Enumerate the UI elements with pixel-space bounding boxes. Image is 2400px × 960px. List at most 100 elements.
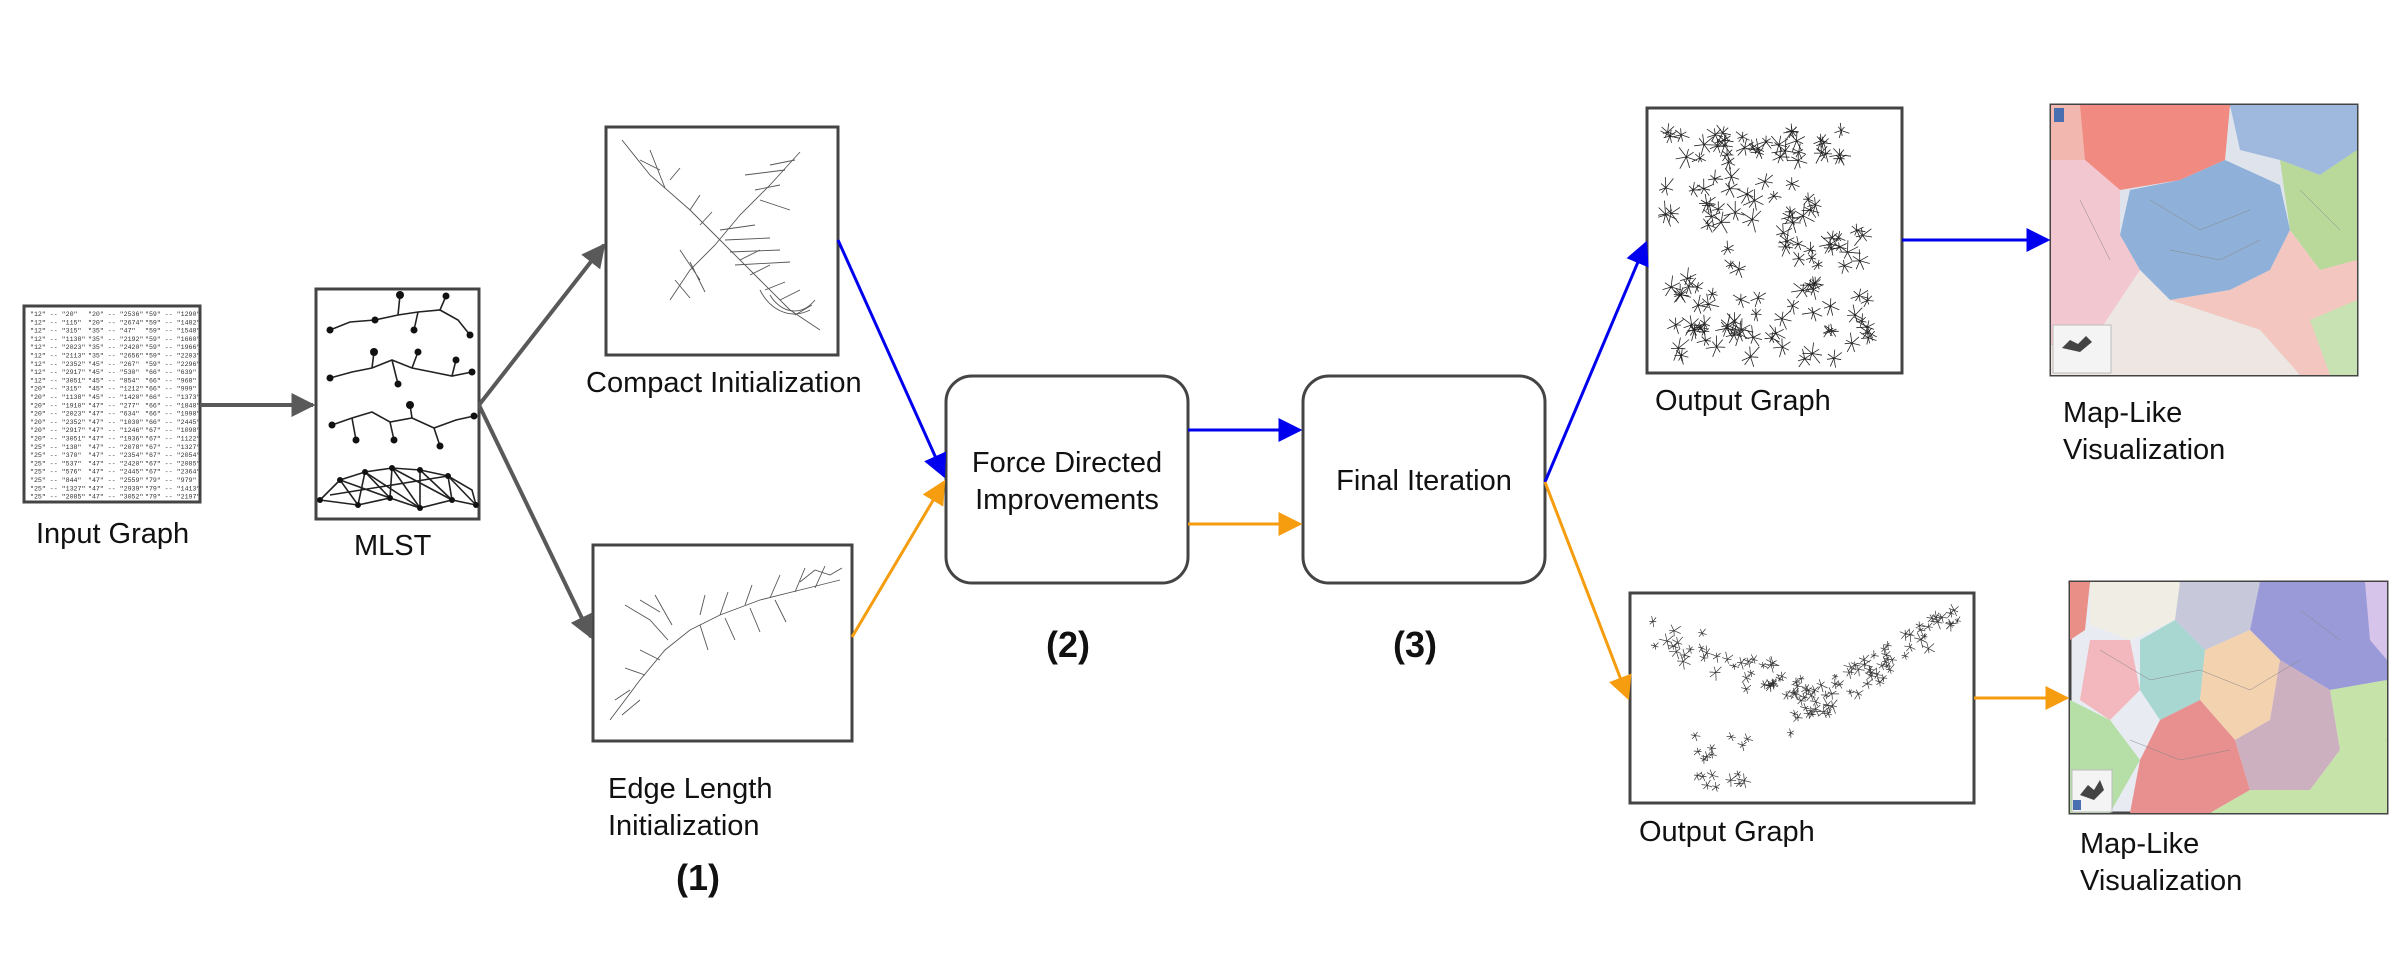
- map-bottom-edges: [2099, 609, 2341, 761]
- edge-list-cell: "45" -- "1420": [88, 394, 143, 401]
- edge-list-cell: "67" -- "2085": [145, 460, 200, 467]
- force-directed-label-line2: Improvements: [975, 484, 1159, 516]
- edge-list-table: "12" -- "20""20" -- "2536""59" -- "1290"…: [30, 311, 200, 501]
- map-top-label-line1: Map-Like: [2063, 397, 2182, 429]
- edge-list-cell: "47" -- "634": [88, 411, 139, 418]
- edge-list-cell: "47" -- "2078": [88, 444, 143, 451]
- mlst-nodes: [317, 291, 479, 511]
- map-bottom-panel: [2068, 580, 2389, 815]
- edge-list-cell: "45" -- "854": [88, 377, 139, 384]
- edge-list-cell: "47" -- "2354": [88, 452, 143, 459]
- arrow-final-to-output-bottom: [1543, 481, 1632, 701]
- edge-list-cell: "66" -- "1848": [145, 402, 200, 409]
- edge-list-cell: "59" -- "2296": [145, 361, 200, 368]
- edge-length-init-drawing: [609, 565, 843, 721]
- edge-list-cell: "47" -- "277": [88, 402, 139, 409]
- edge-list-cell: "59" -- "1660": [145, 336, 200, 343]
- output-graph-top-drawing: [1658, 122, 1877, 368]
- edge-list-cell: "66" -- "1998": [145, 411, 200, 418]
- edge-list-cell: "47" -- "1030": [88, 419, 143, 426]
- edge-list-cell: "59" -- "1482": [145, 319, 200, 326]
- edge-list-cell: "79" -- "2197": [145, 494, 200, 501]
- edge-list-cell: "20" -- "1910": [30, 402, 85, 409]
- edge-list-cell: "35" -- "2192": [88, 336, 143, 343]
- edge-list-cell: "35" -- "2656": [88, 353, 143, 360]
- edge-list-cell: "12" -- "1138": [30, 336, 85, 343]
- edge-list-cell: "35" -- "47": [88, 328, 136, 335]
- edge-list-cell: "45" -- "267": [88, 361, 139, 368]
- arrow-compact-to-force: [836, 239, 947, 479]
- compact-init-label: Compact Initialization: [586, 367, 862, 399]
- edge-length-init-label-line2: Initialization: [608, 810, 760, 842]
- edge-list-cell: "47" -- "2420": [88, 460, 143, 467]
- edge-list-cell: "59" -- "2203": [145, 353, 200, 360]
- edge-list-cell: "20" -- "2023": [30, 411, 85, 418]
- edge-list-cell: "12" -- "115": [30, 319, 81, 326]
- edge-list-cell: "66" -- "639": [145, 369, 196, 376]
- input-graph-panel: "12" -- "20""20" -- "2536""59" -- "1290"…: [22, 304, 202, 504]
- edge-list-cell: "59" -- "1966": [145, 344, 200, 351]
- edge-list-cell: "45" -- "1212": [88, 386, 143, 393]
- force-directed-box: Force Directed Improvements: [944, 374, 1190, 585]
- edge-list-cell: "12" -- "2917": [30, 369, 85, 376]
- edge-list-cell: "67" -- "1098": [145, 427, 200, 434]
- edge-list-cell: "66" -- "1373": [145, 394, 200, 401]
- edge-list-cell: "12" -- "20": [30, 311, 78, 318]
- edge-list-cell: "25" -- "2085": [30, 494, 85, 501]
- edge-list-cell: "66" -- "968": [145, 377, 196, 384]
- map-bottom-regions: [2070, 582, 2387, 813]
- output-graph-bottom-panel: [1628, 591, 1976, 805]
- edge-list-cell: "25" -- "138": [30, 444, 81, 451]
- edge-list-cell: "20" -- "315": [30, 386, 81, 393]
- step-2-number: (2): [1046, 624, 1090, 665]
- edge-length-init-label-line1: Edge Length: [608, 773, 772, 805]
- compact-init-drawing: [621, 139, 821, 331]
- edge-list-cell: "59" -- "1290": [145, 311, 200, 318]
- output-graph-top-panel: [1645, 106, 1904, 375]
- edge-list-cell: "12" -- "2352": [30, 361, 85, 368]
- arrow-final-to-output-top: [1543, 240, 1649, 483]
- edge-list-cell: "12" -- "2113": [30, 353, 85, 360]
- output-graph-top-label: Output Graph: [1655, 385, 1831, 417]
- edge-list-cell: "35" -- "2420": [88, 344, 143, 351]
- edge-list-cell: "25" -- "370": [30, 452, 81, 459]
- edge-list-cell: "25" -- "537": [30, 460, 81, 467]
- edge-list-cell: "47" -- "2559": [88, 477, 143, 484]
- edge-list-cell: "47" -- "2445": [88, 469, 143, 476]
- edge-list-cell: "47" -- "3052": [88, 494, 143, 501]
- arrow-edge-length-to-force: [850, 479, 946, 638]
- edge-list-cell: "67" -- "1327": [145, 444, 200, 451]
- edge-list-cell: "67" -- "2364": [145, 469, 200, 476]
- compact-init-panel: [604, 125, 840, 357]
- edge-list-cell: "20" -- "2674": [88, 319, 143, 326]
- map-top-regions: [2051, 105, 2357, 375]
- edge-list-cell: "20" -- "2352": [30, 419, 85, 426]
- edge-list-cell: "45" -- "530": [88, 369, 139, 376]
- map-top-label-line2: Visualization: [2063, 434, 2225, 466]
- map-top-panel: [2049, 103, 2359, 377]
- map-bottom-label-line2: Visualization: [2080, 865, 2242, 897]
- edge-list-cell: "59" -- "1548": [145, 328, 200, 335]
- edge-list-cell: "12" -- "2023": [30, 344, 85, 351]
- mlst-label: MLST: [354, 530, 432, 562]
- edge-list-cell: "66" -- "999": [145, 386, 196, 393]
- edge-list-cell: "25" -- "1327": [30, 485, 85, 492]
- arrow-mlst-to-compact: [477, 243, 606, 407]
- edge-list-cell: "47" -- "1936": [88, 436, 143, 443]
- map-bottom-label-line1: Map-Like: [2080, 828, 2199, 860]
- edge-list-cell: "47" -- "2939": [88, 485, 143, 492]
- edge-list-cell: "20" -- "2917": [30, 427, 85, 434]
- edge-list-cell: "67" -- "1122": [145, 436, 200, 443]
- map-top-edges: [2079, 189, 2341, 261]
- edge-list-cell: "47" -- "1246": [88, 427, 143, 434]
- step-1-number: (1): [676, 857, 720, 898]
- edge-list-cell: "25" -- "576": [30, 469, 81, 476]
- edge-list-cell: "20" -- "1138": [30, 394, 85, 401]
- edge-list-cell: "67" -- "2054": [145, 452, 200, 459]
- mlst-panel: [314, 287, 481, 521]
- input-graph-label: Input Graph: [36, 518, 189, 550]
- edge-list-cell: "25" -- "844": [30, 477, 81, 484]
- step-3-number: (3): [1393, 624, 1437, 665]
- output-graph-bottom-drawing: [1649, 604, 1961, 792]
